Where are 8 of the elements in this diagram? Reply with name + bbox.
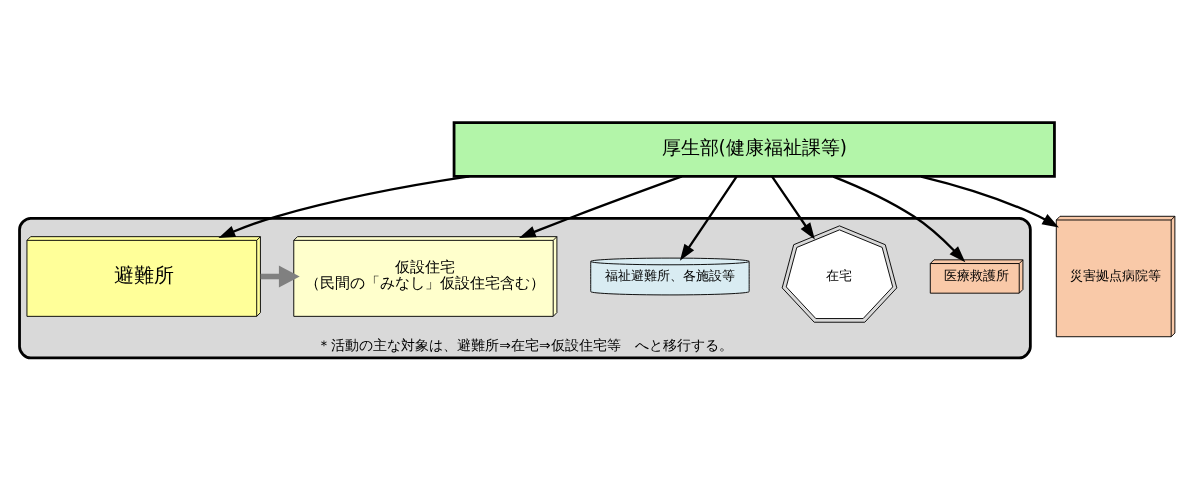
arrow xyxy=(260,265,300,288)
arrow xyxy=(679,176,738,261)
arrow xyxy=(771,176,815,240)
node-box: 厚生部(健康福祉課等) xyxy=(452,121,1056,178)
arrow xyxy=(519,175,683,238)
arrow xyxy=(920,175,1059,228)
arrow xyxy=(832,175,966,263)
arrow xyxy=(218,175,470,238)
